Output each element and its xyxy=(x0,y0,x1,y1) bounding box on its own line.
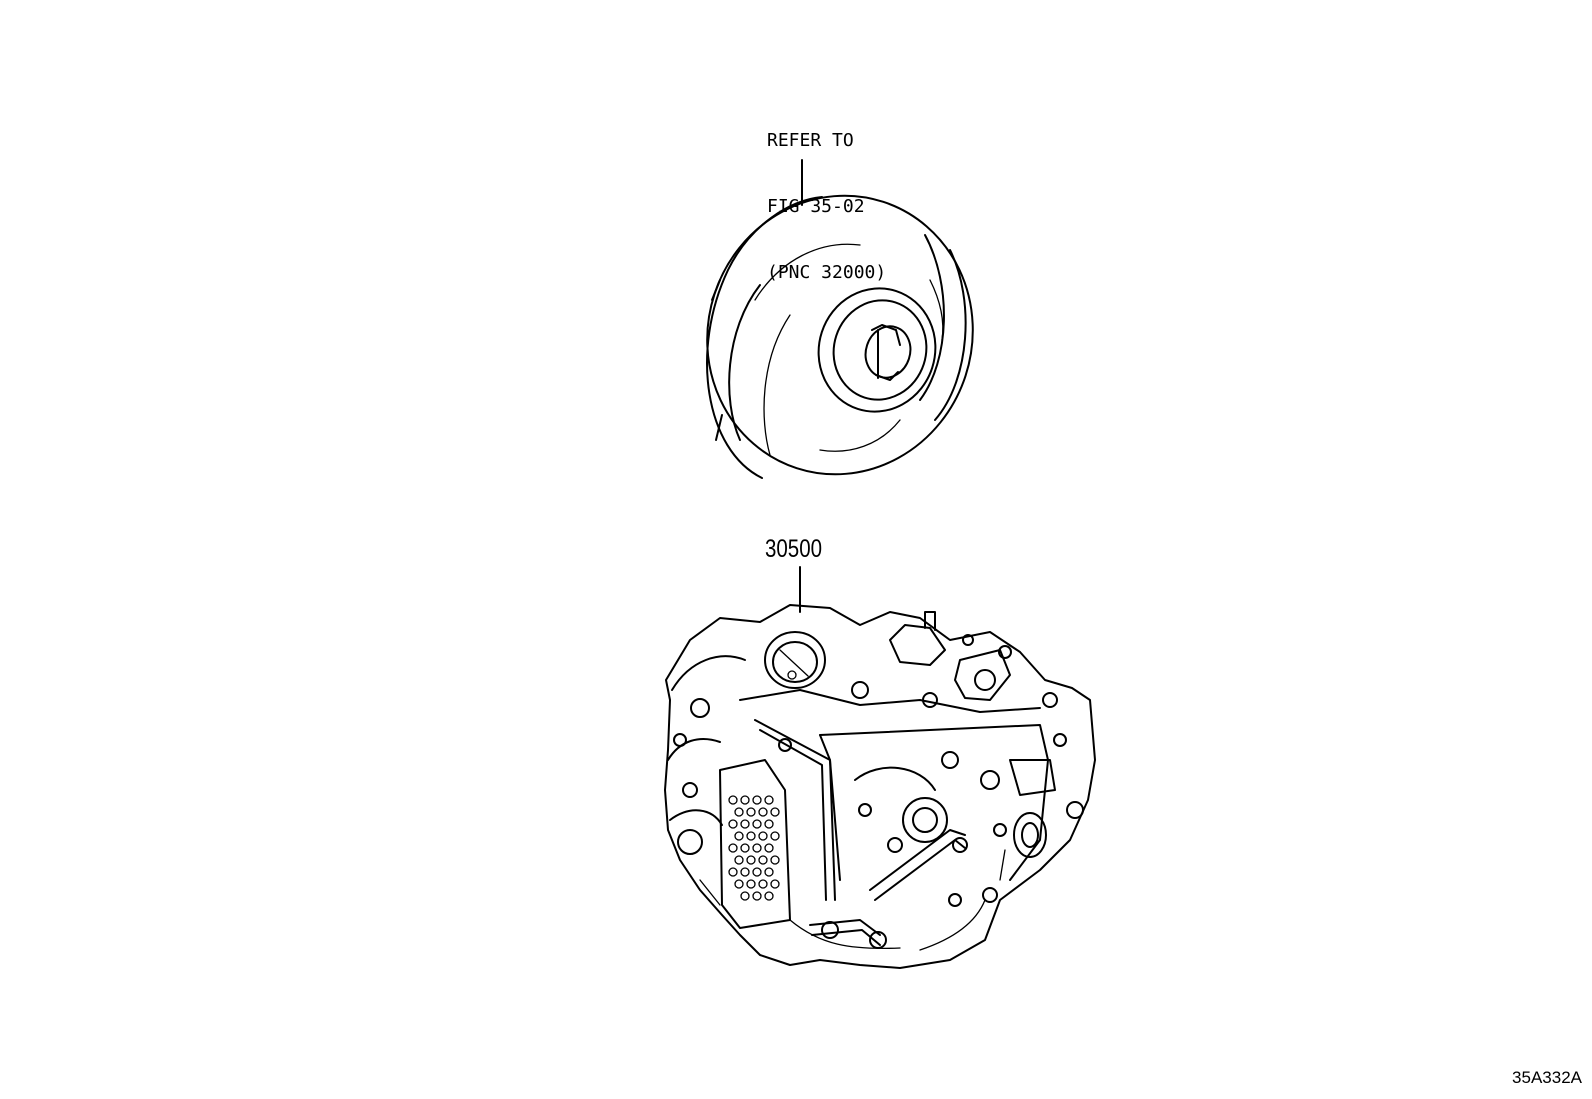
part-number-label[interactable]: 30500 xyxy=(765,535,823,563)
reference-callout: REFER TO FIG 35-02 (PNC 32000) xyxy=(767,86,886,328)
reference-line-2: FIG 35-02 xyxy=(767,196,865,217)
transaxle-assembly[interactable] xyxy=(664,604,1096,969)
reference-line-3: (PNC 32000) xyxy=(767,262,887,283)
cooler-grid xyxy=(728,795,780,901)
reference-line-1: REFER TO xyxy=(767,130,854,151)
illustration-code: 35A332A xyxy=(1512,1068,1582,1087)
torque-converter[interactable] xyxy=(671,161,1009,509)
